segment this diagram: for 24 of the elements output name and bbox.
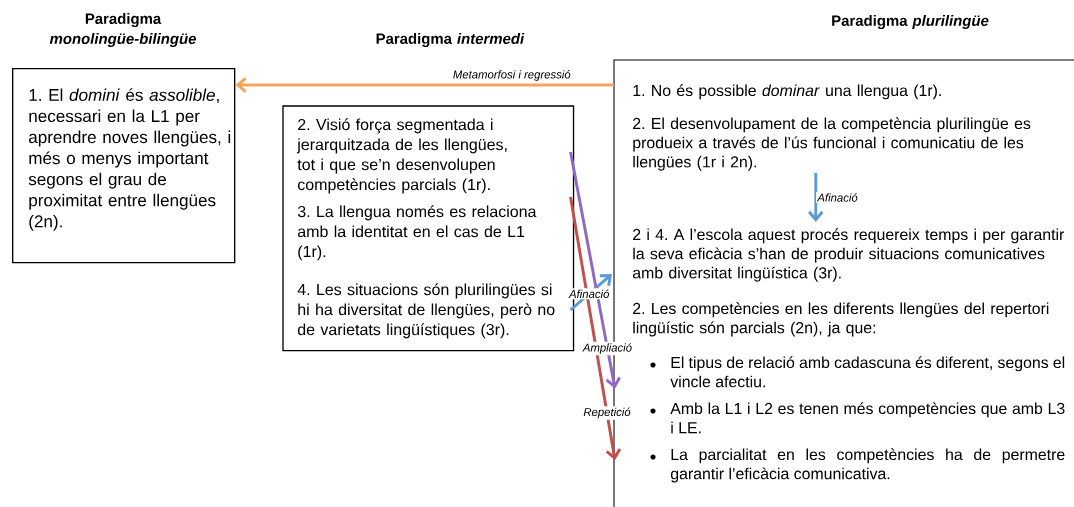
- paragraph: 4. Les situacions són plurilingües si hi ha diversitat de llengües, però no de varietats lingüístiques (3r).: [297, 283, 555, 339]
- edge-label: Afinació: [816, 191, 860, 203]
- paragraph: El tipus de relació amb cadascuna és diferent, segons el vincle afectiu.: [670, 356, 1065, 388]
- edge-label: Repetició: [582, 406, 632, 420]
- edge-label: Metamorfosi i regressió: [451, 68, 572, 83]
- paragraph: 2 i 4. A l’escola aquest procés requereix temps i per garantir la seva eficàcia s’han de produir situacions comunicatives amb diversitat lingüística (3r).: [632, 228, 1065, 282]
- paragraph: La parcialitat en les competències ha de permetre garantir l’eficàcia comunicativa.: [670, 448, 1065, 483]
- arrow: [808, 172, 824, 222]
- edge-label: Afinació: [567, 288, 611, 300]
- arrow: [569, 196, 622, 461]
- paragraph: 1. No és possible dominar una llengua (1r).: [633, 84, 941, 100]
- edge-label: Ampliació: [581, 341, 634, 356]
- arrow: [235, 77, 614, 93]
- column-heading: Paradigma plurilingüe: [832, 15, 989, 29]
- text-box: 1. El domini és assolible, necessari en la L1 per aprendre noves llengües, i més o menys important segons el grau de proximitat entre llengües (2n).: [12, 68, 236, 264]
- column-heading: Paradigma intermedi: [376, 33, 525, 47]
- arrow: [569, 151, 621, 389]
- paragraph: 2. El desenvolupament de la competència plurilingüe es produeix a través de l’ús funcional i comunicatiu de les llengües (1r i 2n).: [633, 117, 1031, 171]
- column-heading: Paradigma monolingüe-bilingüe: [49, 13, 196, 47]
- paragraph: 2. Visió força segmentada i jerarquitzada de les llengües, tot i que se’n desenvolupen competències parcials (1r).: [296, 118, 507, 194]
- paragraph: Amb la L1 i L2 es tenen més competències que amb L3 i LE.: [670, 402, 1065, 434]
- paragraph: 2. Les competències en les diferents llengües del repertori lingüístic són parcials (2n), ja que:: [633, 302, 1049, 337]
- paragraph: 3. La llengua només es relaciona amb la identitat en el cas de L1 (1r).: [297, 205, 537, 261]
- arrow: [569, 273, 612, 312]
